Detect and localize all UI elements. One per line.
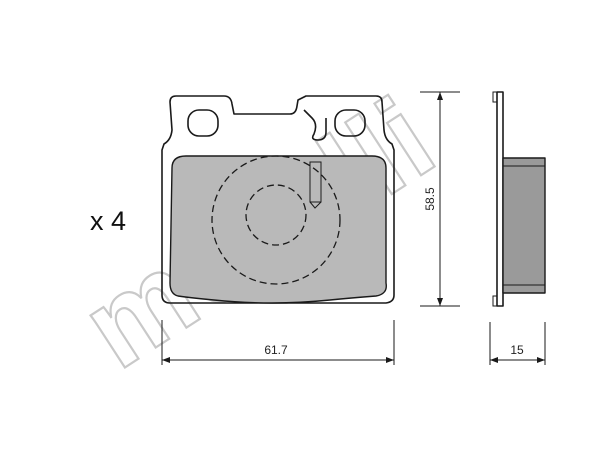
height-arrow-top [437,92,443,100]
width-arrow-right [386,357,394,363]
thickness-arrow-left [490,357,498,363]
left-mounting-slot [187,109,219,137]
backing-plate-outline [161,95,395,304]
side-friction-block [502,157,546,294]
thickness-dimension-label: 15 [510,343,524,357]
height-dimension-label: 58.5 [423,187,437,211]
sensor-slot-tip [309,201,322,209]
piston-circle-outer [211,155,341,285]
friction-material [169,155,387,304]
quantity-label: x 4 [90,206,126,236]
side-backing-plate [496,91,504,307]
width-arrow-left [162,357,170,363]
thickness-arrow-right [537,357,545,363]
side-bottom-clip [492,295,498,307]
right-mounting-slot [334,109,366,137]
side-top-clip [492,91,498,103]
wear-sensor-hook [303,109,327,141]
width-dimension-label: 61.7 [264,343,288,357]
piston-circle-inner [245,184,307,246]
sensor-slot [309,161,322,203]
height-arrow-bottom [437,298,443,306]
